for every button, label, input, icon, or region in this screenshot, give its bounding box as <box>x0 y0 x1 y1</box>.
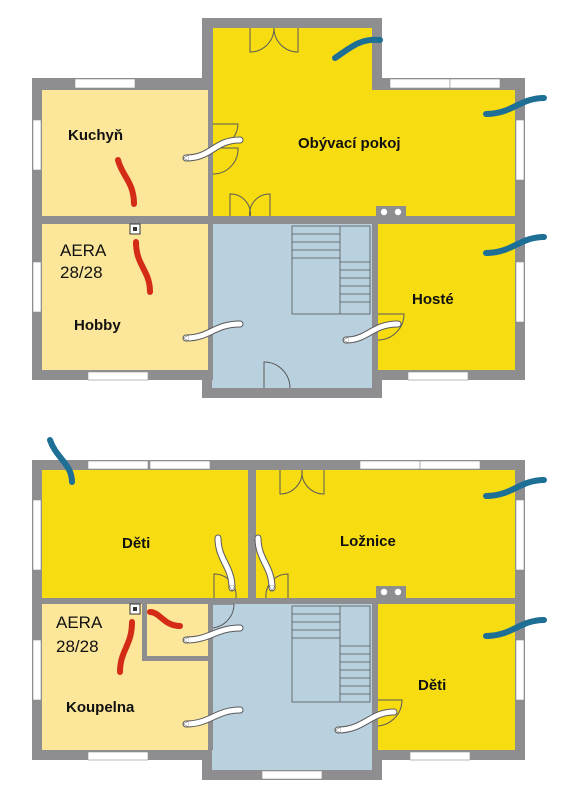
exhaust-arrow <box>117 619 135 675</box>
ground-internal-arrows <box>182 136 402 344</box>
exhaust-arrow <box>133 239 153 295</box>
aera-label-line2-upper: 28/28 <box>56 637 99 656</box>
room-kids-right <box>378 604 515 750</box>
exhaust-arrow <box>115 157 137 207</box>
exhaust-arrow <box>147 609 183 629</box>
room-bedroom <box>256 470 515 598</box>
fresh-air-arrow <box>483 234 547 256</box>
room-label-guests: Hosté <box>412 291 454 308</box>
ground-floor-plan: Kuchyň Obývací pokoj Hosté Hobby AERA 28… <box>32 18 547 398</box>
aera-unit-core-upper <box>133 607 137 611</box>
upper-windows <box>32 460 525 780</box>
room-label-bedroom: Ložnice <box>340 533 396 550</box>
ground-exhaust-arrows <box>115 157 153 295</box>
aera-label-line1-upper: AERA <box>56 613 103 632</box>
room-label-kitchen: Kuchyň <box>68 127 123 144</box>
upper-staircase <box>291 605 371 703</box>
room-label-bathroom: Koupelna <box>66 699 135 716</box>
room-label-kids-left: Děti <box>122 535 150 552</box>
upper-floor-plan: Děti Ložnice Děti Koupelna AERA 28/28 <box>32 437 547 780</box>
upper-internal-arrows <box>182 534 398 734</box>
fresh-air-arrow <box>483 477 547 499</box>
ground-cooktop <box>376 206 406 218</box>
aera-label-line2-ground: 28/28 <box>60 263 103 282</box>
room-hobby <box>42 224 210 370</box>
upper-fresh-air-arrows <box>47 437 547 639</box>
room-living <box>213 28 515 218</box>
room-kids-left <box>42 470 248 598</box>
ground-interior-walls <box>42 90 515 380</box>
fresh-air-arrow <box>332 36 383 61</box>
room-label-kids-right: Děti <box>418 677 446 694</box>
ground-windows <box>32 78 525 381</box>
upper-exhaust-arrows <box>117 609 183 675</box>
ground-fresh-air-arrows <box>332 36 547 256</box>
aera-label-line1-ground: AERA <box>60 241 107 260</box>
room-label-living: Obývací pokoj <box>298 135 401 152</box>
upper-fixture <box>376 586 406 598</box>
upper-doors <box>209 469 403 727</box>
upper-interior-walls <box>42 470 515 750</box>
fresh-air-arrow <box>483 95 547 117</box>
room-label-hobby: Hobby <box>74 317 121 334</box>
fresh-air-arrow <box>483 617 547 639</box>
room-kitchen <box>42 90 210 216</box>
aera-unit-core-ground <box>133 227 137 231</box>
fresh-air-arrow <box>47 437 75 485</box>
ground-staircase <box>291 225 371 315</box>
room-guests <box>378 224 515 370</box>
